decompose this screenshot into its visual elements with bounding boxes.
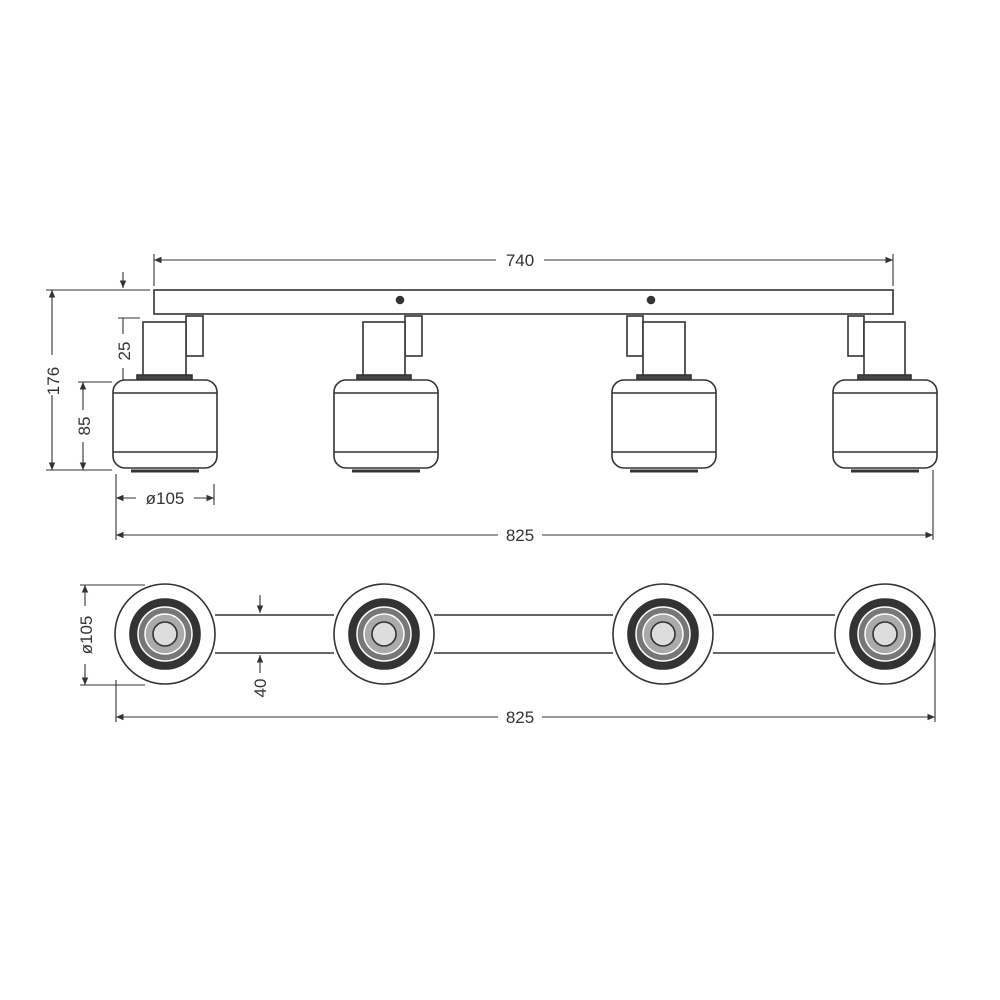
lens-center <box>371 621 397 647</box>
mounting-bar <box>153 289 894 315</box>
spotlight-bottom <box>114 583 216 685</box>
dim-stem-height-label: 25 <box>115 342 134 361</box>
lamp-shade <box>611 379 717 469</box>
dim-bar-length-label: 740 <box>506 251 534 270</box>
dim-bottom-length-label: 825 <box>506 708 534 727</box>
lamp-shade <box>333 379 439 469</box>
lamp-stem <box>863 321 906 379</box>
spotlight-side <box>333 315 439 473</box>
swivel-bracket <box>847 315 865 357</box>
mounting-screw <box>395 295 405 305</box>
lens-center <box>650 621 676 647</box>
swivel-bracket <box>185 315 204 357</box>
lamp-shade <box>112 379 218 469</box>
swivel-bracket <box>404 315 423 357</box>
lamp-shade <box>832 379 938 469</box>
lens-center <box>872 621 898 647</box>
mounting-screw <box>646 295 656 305</box>
swivel-bracket <box>626 315 644 357</box>
lamp-stem <box>642 321 686 379</box>
lens-center <box>152 621 178 647</box>
spotlight-side <box>832 315 938 473</box>
lamp-stem <box>142 321 187 379</box>
dim-total-height-label: 176 <box>44 367 63 395</box>
spotlight-side <box>112 315 218 473</box>
dim-total-length-label: 825 <box>506 526 534 545</box>
lamp-stem <box>362 321 406 379</box>
spotlight-bottom <box>834 583 936 685</box>
dim-bar-width-label: 40 <box>251 679 270 698</box>
dim-shade-height-label: 85 <box>75 417 94 436</box>
spotlight-bottom <box>333 583 435 685</box>
spotlight-side <box>611 315 717 473</box>
dim-shade-diameter-label: ø105 <box>146 489 185 508</box>
dim-head-diameter-label: ø105 <box>77 616 96 655</box>
spotlight-bottom <box>612 583 714 685</box>
